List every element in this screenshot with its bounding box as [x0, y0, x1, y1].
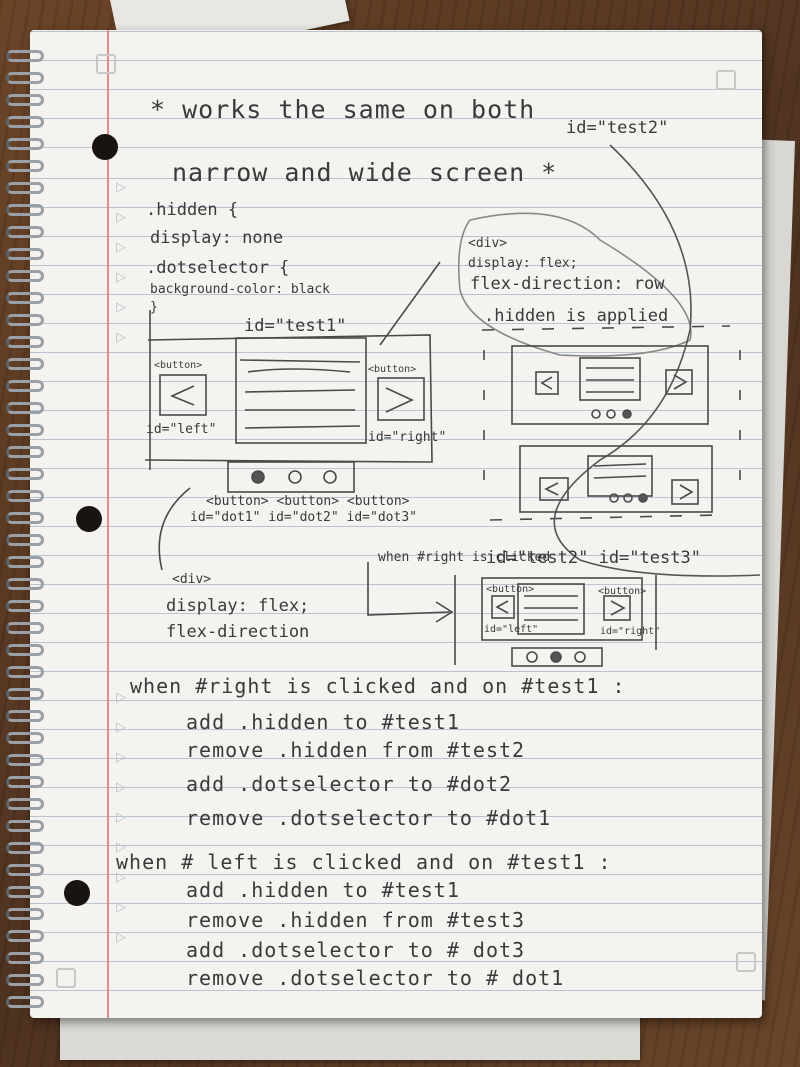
- red-margin-line: [107, 30, 109, 1018]
- right-id-label: id="right": [368, 430, 447, 445]
- left-button-tag: <button>: [154, 360, 203, 371]
- header-line-2: narrow and wide screen *: [172, 158, 558, 187]
- rule1-line-2: remove .hidden from #test2: [186, 738, 526, 762]
- rule2-line-4: remove .dotselector to # dot1: [186, 966, 565, 990]
- corner-mark-bottom-right: [736, 952, 756, 972]
- bottom-div-label: <div>: [172, 572, 212, 587]
- punch-hole-top: [92, 134, 118, 160]
- dot-ids-label: id="dot1" id="dot2" id="dot3": [190, 510, 417, 525]
- when-right-clicked-label: when #right is clicked: [378, 550, 551, 565]
- punch-hole-middle: [76, 506, 102, 532]
- mini-left-id: id="left": [484, 624, 539, 635]
- left-id-label: id="left": [146, 422, 217, 437]
- rule1-line-3: add .dotselector to #dot2: [186, 772, 513, 796]
- css-hidden-rule: display: none: [150, 228, 284, 248]
- test2-test3-ids: id="test2" id="test3": [486, 548, 701, 568]
- rule2-line-1: add .hidden to #test1: [186, 878, 460, 902]
- rule1-line-1: add .hidden to #test1: [186, 710, 460, 734]
- spiral-binding: [6, 50, 46, 1010]
- bottom-direction-label: flex-direction: [166, 622, 310, 642]
- punch-hole-bottom: [64, 880, 90, 906]
- bottom-display-label: display: flex;: [166, 596, 310, 616]
- rule2-line-3: add .dotselector to # dot3: [186, 938, 526, 962]
- test2-note: id="test2": [566, 118, 669, 138]
- css-hidden-open: .hidden {: [146, 200, 239, 220]
- test1-id-label: id="test1": [244, 316, 347, 336]
- notebook-page: [30, 30, 762, 1018]
- corner-mark-bottom-left: [56, 968, 76, 988]
- css-dot-open: .dotselector {: [146, 258, 290, 278]
- mini-right-button-tag: <button>: [598, 586, 647, 597]
- header-line-1: * works the same on both: [150, 95, 536, 124]
- mini-right-id: id="right": [600, 626, 661, 637]
- rule1-line-4: remove .dotselector to #dot1: [186, 806, 552, 830]
- rule2-heading: when # left is clicked and on #test1 :: [116, 850, 612, 874]
- hidden-applied-label: .hidden is applied: [484, 306, 669, 326]
- mini-left-button-tag: <button>: [486, 584, 535, 595]
- flex-direction-label: flex-direction: row: [470, 274, 665, 294]
- flex-div-label: <div>: [468, 236, 508, 251]
- rule1-heading: when #right is clicked and on #test1 :: [130, 674, 626, 698]
- dot-buttons-tags: <button> <button> <button>: [206, 494, 410, 509]
- corner-mark-top-left: [96, 54, 116, 74]
- css-close: }: [150, 300, 158, 315]
- css-dot-rule: background-color: black: [150, 282, 331, 297]
- flex-display-label: display: flex;: [468, 256, 578, 271]
- right-button-tag: <button>: [368, 364, 417, 375]
- corner-mark-top-right: [716, 70, 736, 90]
- rule2-line-2: remove .hidden from #test3: [186, 908, 526, 932]
